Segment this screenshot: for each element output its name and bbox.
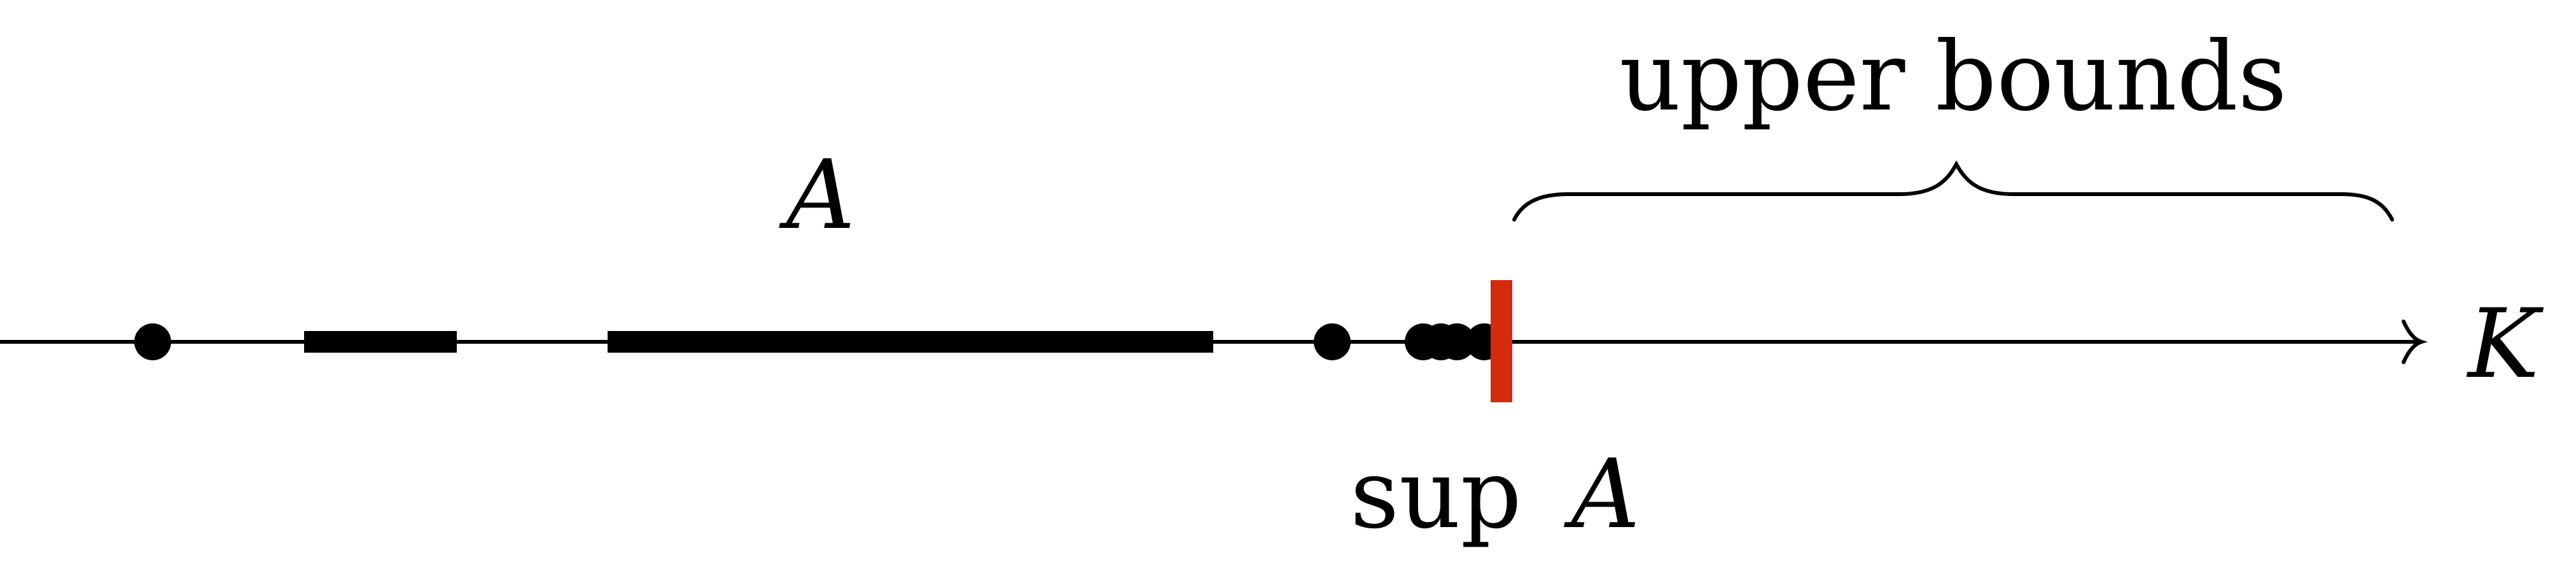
- upper-bounds-label: upper bounds: [1619, 22, 2287, 132]
- set-interval: [304, 331, 457, 353]
- supremum-marker: [1491, 280, 1512, 402]
- supremum-set: A: [1563, 439, 1640, 550]
- set-point: [134, 323, 171, 360]
- set-point: [1314, 323, 1351, 360]
- set-interval: [608, 331, 1213, 353]
- set-label: A: [779, 140, 855, 251]
- upper-bounds-brace: [1512, 160, 2394, 222]
- supremum-operator: sup: [1350, 439, 1522, 550]
- axis-arrow-icon: [2402, 320, 2428, 364]
- supremum-label: sup A: [1350, 439, 1640, 550]
- set-point: [1438, 323, 1475, 360]
- field-label: K: [2466, 289, 2544, 400]
